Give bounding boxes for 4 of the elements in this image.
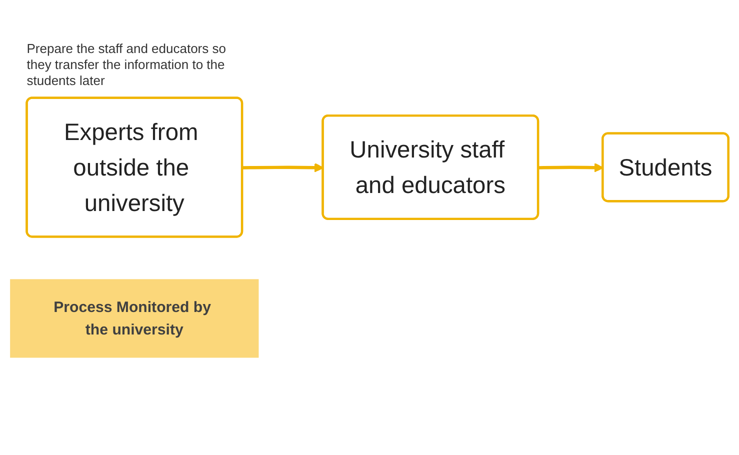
arrow [538,162,604,172]
node-box: Process Monitored by the university [10,279,259,358]
arrow [242,162,324,172]
note-text: Prepare the staff and educators so they transfer the information to the students later [26,40,227,90]
